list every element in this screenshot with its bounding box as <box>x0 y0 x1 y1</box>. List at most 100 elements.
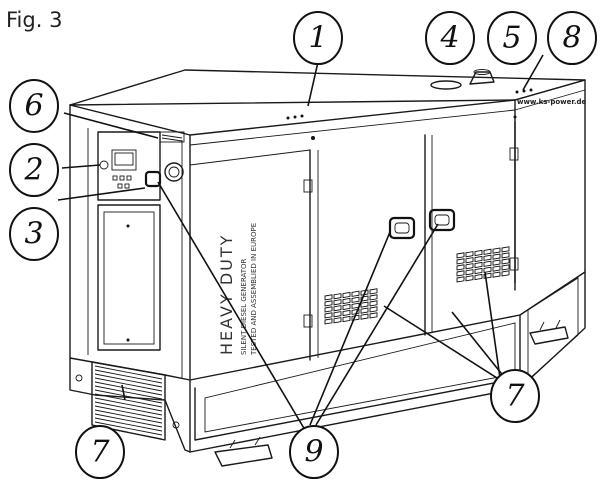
product-lettering: HEAVY DUTY SILENT DIESEL GENERATOR TESTE… <box>217 98 586 356</box>
callout-7-side: 7 <box>490 369 540 423</box>
grille-slot <box>351 290 360 297</box>
grille-slot <box>342 291 351 299</box>
grille-slot <box>351 296 360 303</box>
front-grille-louvre <box>94 409 163 424</box>
grille-slot <box>324 318 333 325</box>
callout-8: 8 <box>547 11 597 65</box>
svg-text:5: 5 <box>502 21 521 56</box>
svg-text:6: 6 <box>24 89 43 124</box>
front-grille <box>91 361 166 441</box>
front-access-panel <box>75 204 180 429</box>
front-grille-louvre <box>94 385 163 400</box>
callout-7-front: 7 <box>75 425 125 479</box>
grille-slot <box>342 297 351 305</box>
grille-slot <box>456 252 465 259</box>
grille-slot <box>456 276 465 283</box>
grille-slot <box>369 294 378 301</box>
callout-3: 3 <box>9 207 59 261</box>
air-grilles <box>91 246 510 441</box>
front-grille-louvre <box>94 413 163 428</box>
grille-slot <box>456 264 465 271</box>
grille-slot <box>474 267 483 275</box>
grille-slot <box>501 252 510 259</box>
grille-slot <box>465 269 474 276</box>
callouts: 1 2 3 4 5 6 7 7 <box>9 11 597 479</box>
grille-slot <box>324 294 333 301</box>
front-grille-louvre <box>94 377 163 392</box>
svg-text:8: 8 <box>562 21 581 56</box>
grille-slot <box>369 312 378 319</box>
grille-slot <box>360 301 369 308</box>
front-grille-louvre <box>94 373 163 388</box>
grille-slot <box>360 307 369 314</box>
grille-slot <box>474 273 483 281</box>
lifting-feet <box>214 319 569 467</box>
brand-lettering: HEAVY DUTY <box>217 234 236 355</box>
grille-slot <box>474 255 483 263</box>
grille-slot <box>492 265 501 272</box>
front-grille-louvre <box>94 397 163 412</box>
grille-slot <box>342 309 351 317</box>
grille-slot <box>492 247 501 254</box>
grille-slot <box>333 317 342 324</box>
front-grille-louvre <box>94 421 163 436</box>
grille-slot <box>324 312 333 319</box>
svg-text:4: 4 <box>439 21 459 56</box>
tagline-lettering-2: TESTED AND ASSEMBLIED IN EUROPE <box>250 223 258 356</box>
tagline-lettering-1: SILENT DIESEL GENERATOR <box>240 258 248 355</box>
grille-slot <box>333 293 342 300</box>
grille-slot <box>483 266 492 273</box>
front-grille-louvre <box>94 381 163 396</box>
grille-slot <box>465 257 474 264</box>
grille-slot <box>501 246 510 253</box>
leader-lines <box>57 54 544 431</box>
svg-text:7: 7 <box>505 379 525 414</box>
svg-text:1: 1 <box>308 21 327 56</box>
grille-slot <box>474 249 483 257</box>
grille-slot <box>474 261 483 269</box>
door-handles <box>144 170 456 240</box>
roof-items <box>430 69 495 90</box>
grille-slot <box>324 300 333 307</box>
callout-2: 2 <box>9 143 59 197</box>
front-grille-louvre <box>94 389 163 404</box>
front-grille-louvre <box>94 365 163 380</box>
callout-4: 4 <box>425 11 475 65</box>
grille-slot <box>483 254 492 261</box>
grille-slot <box>483 248 492 255</box>
callout-1: 1 <box>293 11 343 65</box>
svg-text:7: 7 <box>90 435 110 470</box>
grille-slot <box>456 270 465 277</box>
grille-slot <box>501 270 510 277</box>
grille-slot <box>369 288 378 295</box>
grille-slot <box>492 259 501 266</box>
grille-slot <box>465 263 474 270</box>
svg-text:9: 9 <box>304 435 323 470</box>
grille-slot <box>369 306 378 313</box>
grille-slot <box>369 300 378 307</box>
callout-6: 6 <box>9 79 59 133</box>
svg-text:2: 2 <box>23 153 43 188</box>
website-lettering: www.ks-power.de <box>517 98 586 106</box>
grille-slot <box>333 305 342 312</box>
marker-dots <box>286 88 533 140</box>
grille-slot <box>324 306 333 313</box>
grille-slot <box>501 258 510 265</box>
side-grille-left <box>324 288 378 325</box>
front-grille-louvre <box>94 369 163 384</box>
grille-slot <box>501 264 510 271</box>
front-grille-louvre <box>94 417 163 432</box>
callout-9: 9 <box>289 425 339 479</box>
front-grille-frame <box>91 361 166 441</box>
callout-5: 5 <box>487 11 537 65</box>
grille-slot <box>456 258 465 265</box>
side-doors <box>303 121 519 361</box>
grille-slot <box>333 311 342 318</box>
grille-slot <box>342 303 351 311</box>
front-grille-louvre <box>94 405 163 420</box>
side-grille-right <box>456 246 510 283</box>
generator-enclosure <box>69 69 586 453</box>
control-panel <box>97 131 185 201</box>
grille-slot <box>492 253 501 260</box>
